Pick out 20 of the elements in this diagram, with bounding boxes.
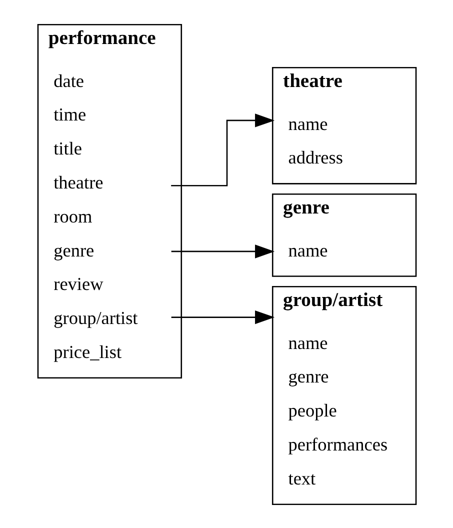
- node-text: time: [53, 104, 86, 124]
- node-text: group/artist: [53, 308, 138, 328]
- node-text: room: [53, 206, 92, 226]
- node-text: genre: [53, 240, 94, 260]
- node-text: theatre: [53, 172, 103, 192]
- node-text: review: [53, 274, 103, 294]
- node-text: performances: [288, 434, 388, 454]
- node-text: title: [53, 138, 82, 158]
- arrow: [170, 310, 274, 324]
- node-text: address: [288, 147, 342, 168]
- arrow: [170, 113, 274, 186]
- arrow: [170, 244, 274, 258]
- node-text: date: [53, 70, 84, 90]
- node-text: name: [288, 113, 328, 134]
- node-text: people: [288, 400, 336, 420]
- node-text: name: [288, 332, 328, 352]
- node-text: text: [288, 468, 316, 488]
- node-text: price_list: [53, 341, 122, 362]
- node-text: name: [288, 240, 328, 260]
- node-text: genre: [288, 366, 328, 386]
